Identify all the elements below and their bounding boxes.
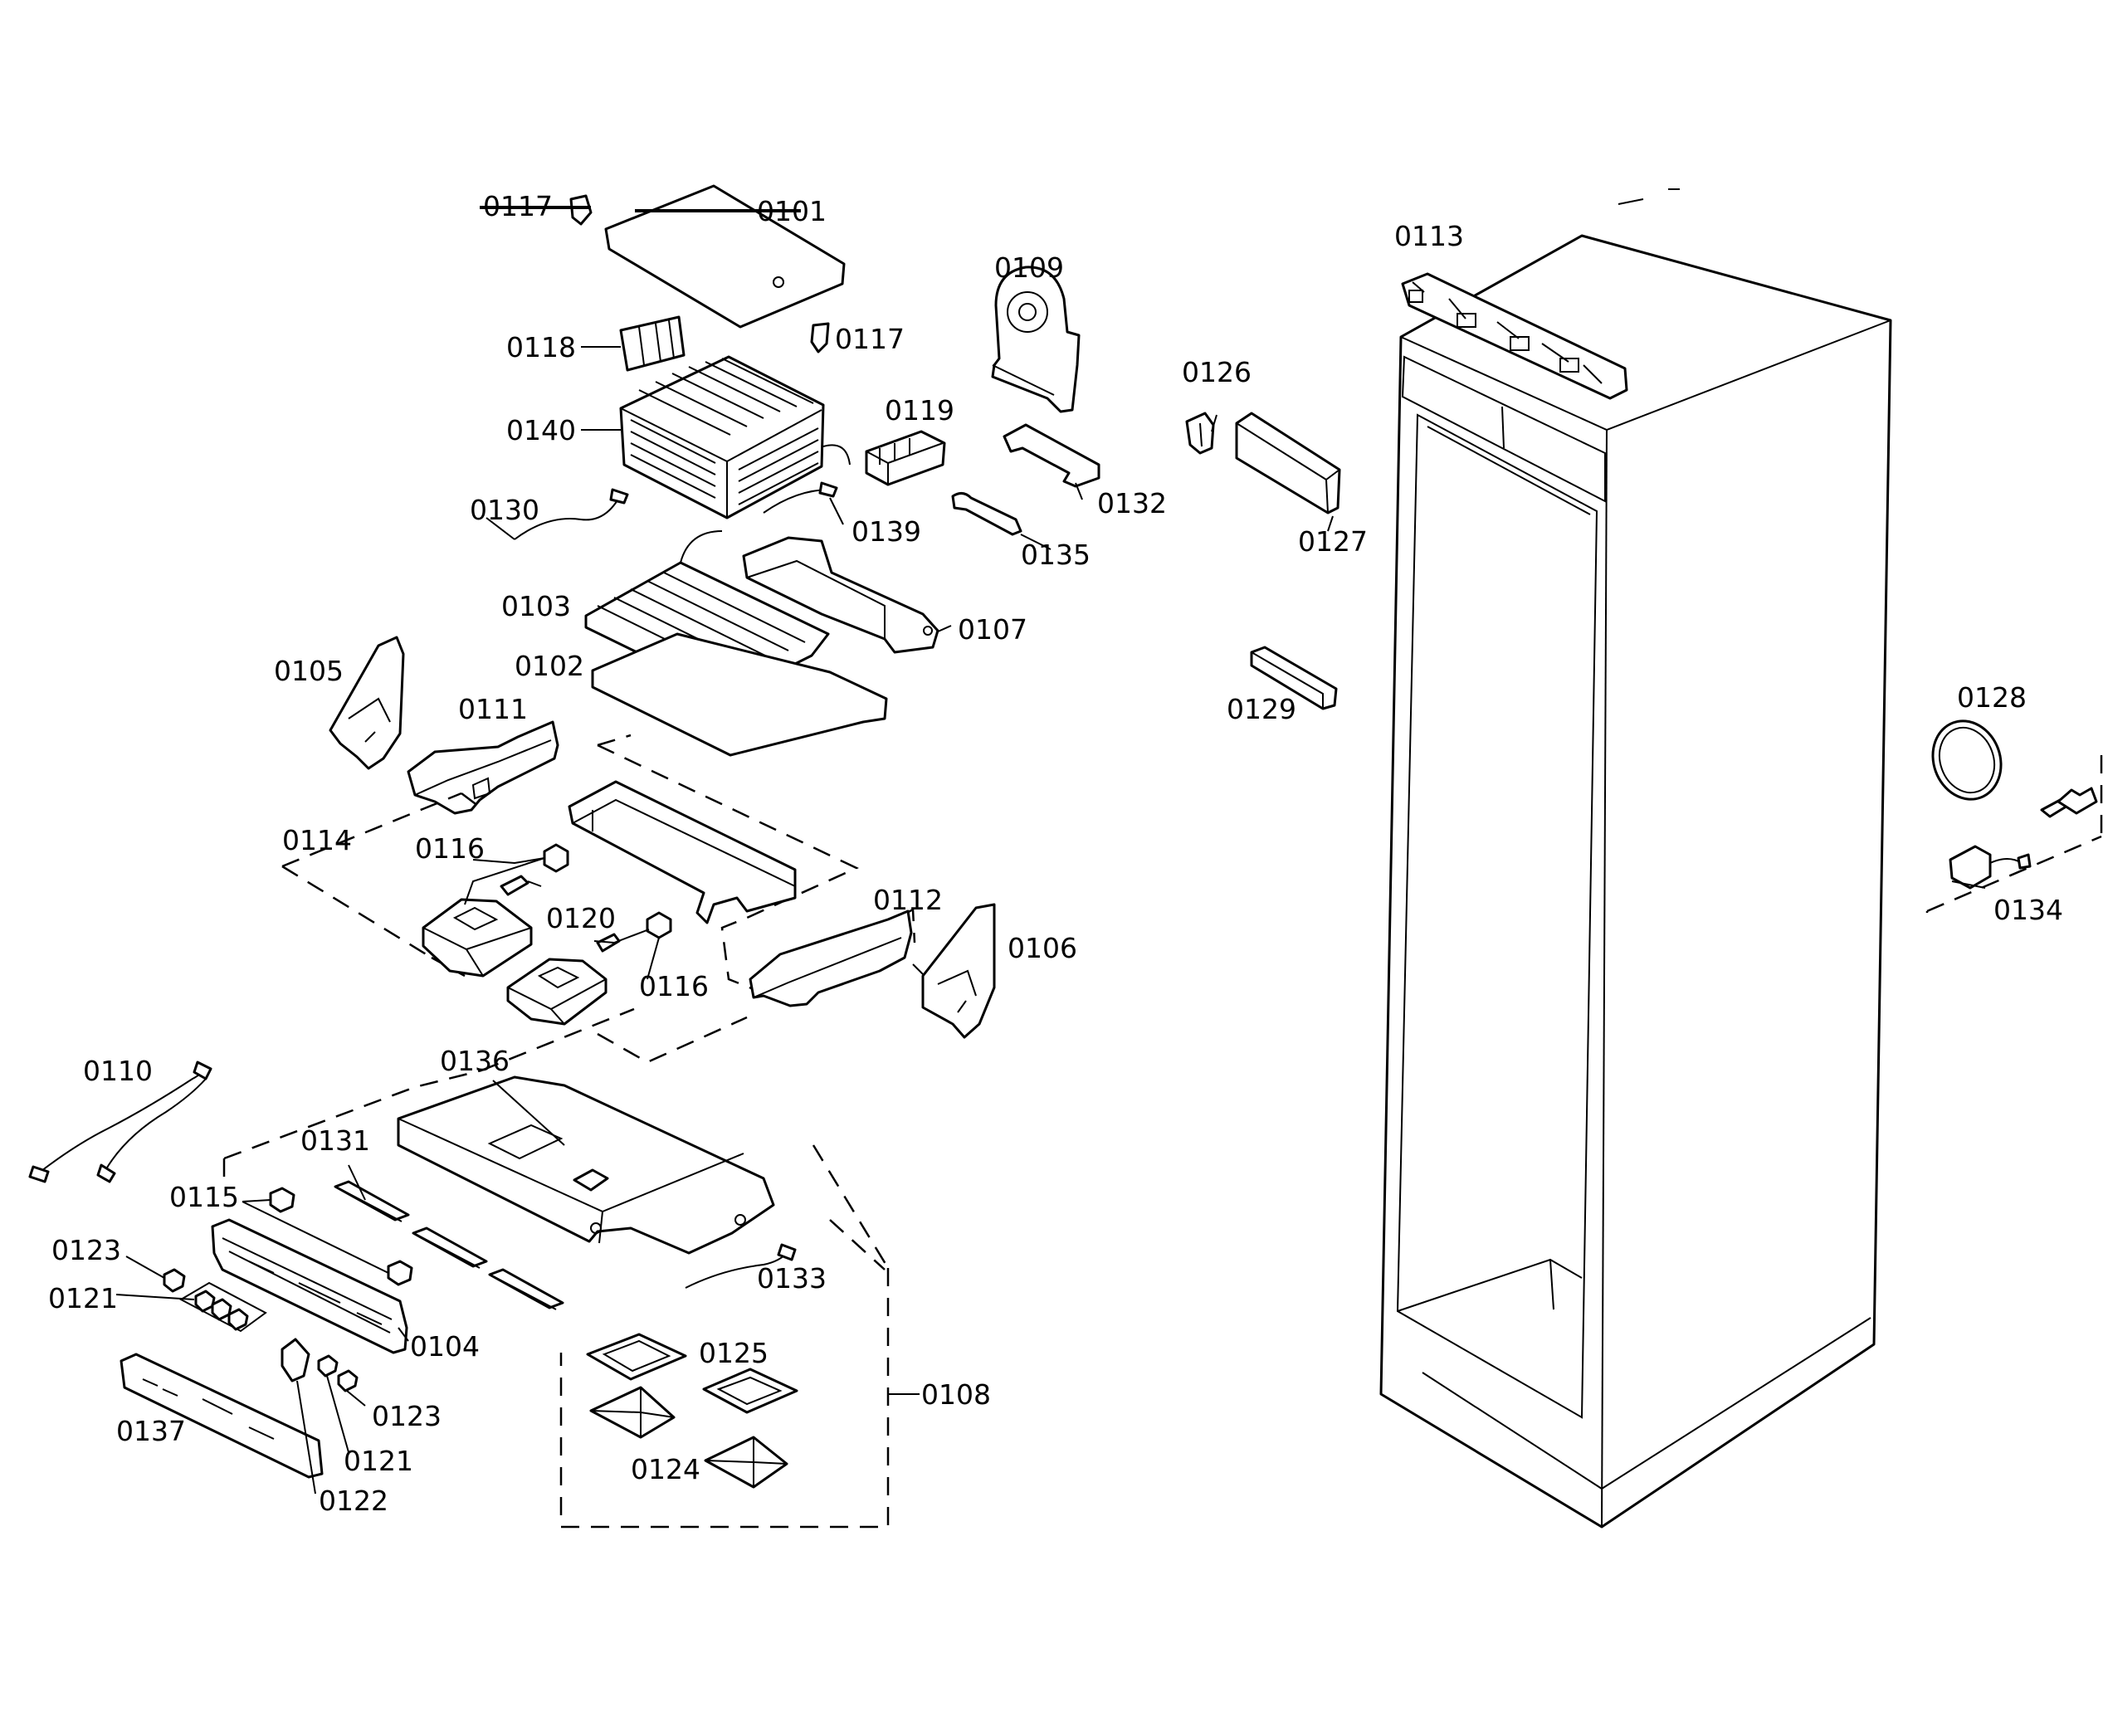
wire-0133[interactable] [685, 1243, 797, 1289]
label-0139[interactable]: 0139 [851, 515, 921, 548]
faceplate-0137[interactable] [120, 1353, 324, 1479]
side-bracket-0106[interactable] [921, 903, 996, 1039]
label-0103[interactable]: 0103 [501, 590, 571, 622]
label-0110[interactable]: 0110 [83, 1055, 153, 1087]
label-0131[interactable]: 0131 [300, 1124, 370, 1157]
panel-0127[interactable] [1235, 412, 1341, 514]
electronics-housing-0136[interactable] [397, 1075, 775, 1255]
assembly-boundary-lower [222, 1007, 890, 1529]
shelf-bracket[interactable] [568, 780, 797, 924]
cabinet-housing[interactable] [1379, 188, 1892, 1529]
label-0117-top[interactable]: 0117 [483, 190, 553, 222]
label-0128[interactable]: 0128 [1957, 681, 2027, 714]
label-0130[interactable]: 0130 [470, 494, 539, 526]
label-0123-left[interactable]: 0123 [51, 1234, 121, 1266]
knob-0115-right[interactable] [387, 1260, 413, 1286]
bolt-0120-upper[interactable] [500, 875, 529, 896]
label-0125[interactable]: 0125 [699, 1337, 769, 1369]
light-strips-0131[interactable] [334, 1180, 564, 1310]
label-0132[interactable]: 0132 [1097, 487, 1167, 519]
drain-pan-0102[interactable] [591, 632, 888, 757]
hinge-block-upper[interactable] [422, 898, 533, 978]
nut-0123-left[interactable] [163, 1268, 186, 1293]
label-0120[interactable]: 0120 [546, 902, 616, 934]
motor-0134[interactable] [1949, 845, 2032, 890]
bracket-0111[interactable] [407, 720, 559, 815]
cap-0116-upper[interactable] [543, 843, 569, 873]
wire-0135[interactable] [951, 492, 1022, 536]
label-0117-right[interactable]: 0117 [835, 323, 905, 355]
clip-0117-top[interactable] [480, 194, 593, 226]
ring-0128[interactable] [1922, 711, 2012, 809]
bracket-0112[interactable] [749, 909, 913, 1007]
bracket-0118[interactable] [619, 315, 686, 372]
label-0101[interactable]: 0101 [757, 195, 827, 227]
label-0129[interactable]: 0129 [1227, 693, 1296, 725]
leader-lines [115, 346, 1986, 1495]
label-0122[interactable]: 0122 [319, 1485, 388, 1517]
gaskets-0124[interactable] [589, 1386, 788, 1489]
label-0137[interactable]: 0137 [116, 1415, 186, 1447]
sensor-wire-0139[interactable] [763, 481, 838, 514]
heater-0119[interactable] [865, 430, 946, 486]
label-0115[interactable]: 0115 [169, 1181, 239, 1213]
label-0106[interactable]: 0106 [1008, 932, 1077, 964]
duct-0107[interactable] [742, 536, 939, 654]
switches-0121-left[interactable] [178, 1281, 267, 1333]
fan-motor-0109[interactable] [991, 266, 1081, 413]
label-0108[interactable]: 0108 [921, 1378, 991, 1411]
label-0140[interactable]: 0140 [506, 414, 576, 446]
label-0105[interactable]: 0105 [274, 655, 344, 687]
label-0104[interactable]: 0104 [410, 1330, 480, 1363]
switch-0121-right[interactable] [317, 1354, 339, 1378]
hinge-plate-0113[interactable] [1401, 272, 1628, 400]
clip-0117-right[interactable] [810, 322, 830, 354]
label-0124[interactable]: 0124 [631, 1453, 700, 1485]
nut-0123-right[interactable] [337, 1369, 359, 1392]
evaporator-coil-0140[interactable] [619, 355, 851, 519]
wire-harness-0110[interactable] [28, 1061, 212, 1183]
sensor-wire-0130[interactable] [514, 488, 629, 540]
label-0116-upper[interactable]: 0116 [415, 832, 485, 865]
label-0126[interactable]: 0126 [1182, 356, 1252, 388]
label-0114[interactable]: 0114 [282, 824, 352, 856]
label-0107[interactable]: 0107 [958, 613, 1027, 646]
label-0116-lower[interactable]: 0116 [639, 970, 709, 1002]
label-0113[interactable]: 0113 [1394, 220, 1464, 252]
label-0118[interactable]: 0118 [506, 331, 576, 363]
gaskets-0125[interactable] [586, 1333, 798, 1414]
strip-0129[interactable] [1250, 646, 1338, 710]
control-panel-0104[interactable] [211, 1218, 408, 1354]
label-0133[interactable]: 0133 [757, 1262, 827, 1295]
label-0119[interactable]: 0119 [885, 394, 954, 427]
cover-plate-0101[interactable] [604, 184, 846, 329]
label-0123-right[interactable]: 0123 [372, 1400, 442, 1432]
label-0102[interactable]: 0102 [515, 650, 584, 682]
cap-0116-lower[interactable] [646, 911, 672, 939]
hinge-block-lower[interactable] [506, 958, 608, 1026]
label-0109[interactable]: 0109 [994, 251, 1064, 284]
switch-0126[interactable] [1185, 412, 1215, 455]
knob-0115-left[interactable] [269, 1187, 295, 1213]
label-0136[interactable]: 0136 [440, 1045, 510, 1077]
label-0134[interactable]: 0134 [1993, 894, 2063, 926]
label-0127[interactable]: 0127 [1298, 525, 1368, 558]
assembly-boundary-upper [281, 734, 916, 1064]
part-labels: 0117 0101 0118 0117 0109 0140 0119 0130 … [48, 190, 2063, 1517]
switch-0122[interactable] [281, 1338, 310, 1382]
label-0111[interactable]: 0111 [458, 693, 528, 725]
label-0121-left[interactable]: 0121 [48, 1282, 118, 1314]
side-bracket-0105[interactable] [329, 636, 405, 770]
assembly-boundary-right [1925, 755, 2103, 913]
label-0135[interactable]: 0135 [1021, 539, 1091, 571]
rail-0132[interactable] [1003, 423, 1100, 488]
shaft-0128[interactable] [2040, 787, 2098, 818]
label-0121-right[interactable]: 0121 [344, 1445, 413, 1477]
label-0112[interactable]: 0112 [873, 884, 943, 916]
